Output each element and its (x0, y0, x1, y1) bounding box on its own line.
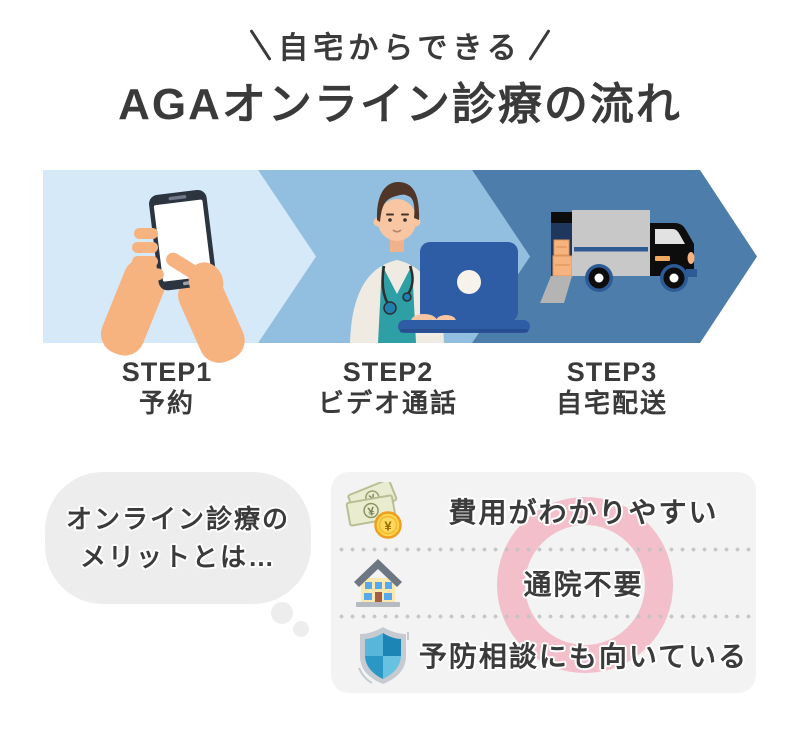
merits-panel: ¥ ¥ ¥ 費用がわかりやすい (331, 472, 756, 693)
svg-text:¥: ¥ (384, 519, 392, 534)
shield-icon (358, 627, 409, 684)
merit-text-cost: 費用がわかりやすい (448, 496, 719, 528)
bubble-tail-dot-large (271, 602, 293, 624)
dotted-divider-2 (336, 614, 751, 619)
delivery-truck-illustration (540, 210, 697, 303)
step3-band (472, 170, 757, 343)
house-icon (354, 559, 402, 607)
header-tagline-row: 自宅からできる (0, 25, 800, 65)
slash-left-icon (249, 29, 272, 61)
money-icon: ¥ ¥ ¥ (345, 482, 402, 539)
merit-row-no-visit: 通院不要 (331, 549, 756, 616)
step2-name: ビデオ通話 (317, 388, 459, 418)
step3-number: STEP3 (566, 357, 658, 387)
merit-row-prevention: 予防相談にも向いている (331, 616, 756, 693)
step1-label: STEP1 予約 (122, 356, 213, 419)
bubble-tail-dot-small (293, 621, 309, 637)
doctor-video-call-illustration (350, 182, 530, 343)
smartphone-booking-illustration (100, 189, 245, 363)
step3-label: STEP3 自宅配送 (556, 356, 668, 419)
bubble-line1: オンライン診療の (65, 504, 290, 534)
merit-text-prevention: 予防相談にも向いている (418, 640, 749, 672)
page-title: AGAオンライン診療の流れ (118, 80, 682, 129)
merits-thought-bubble: オンライン診療の メリットとは… (45, 472, 311, 604)
step2-label: STEP2 ビデオ通話 (318, 356, 458, 419)
merit-text-no-visit: 通院不要 (523, 568, 644, 600)
step2-number: STEP2 (342, 357, 434, 387)
slash-right-icon (528, 29, 551, 61)
step1-number: STEP1 (121, 357, 213, 387)
step1-band (43, 170, 316, 343)
step2-band (258, 170, 530, 343)
dotted-divider-1 (336, 547, 751, 552)
svg-text:¥: ¥ (367, 504, 376, 519)
step1-name: 予約 (138, 388, 196, 418)
header-tagline: 自宅からできる (278, 32, 522, 65)
step3-name: 自宅配送 (555, 388, 669, 418)
bubble-line2: メリットとは… (79, 542, 276, 572)
merit-row-cost: ¥ ¥ ¥ 費用がわかりやすい (331, 472, 756, 549)
